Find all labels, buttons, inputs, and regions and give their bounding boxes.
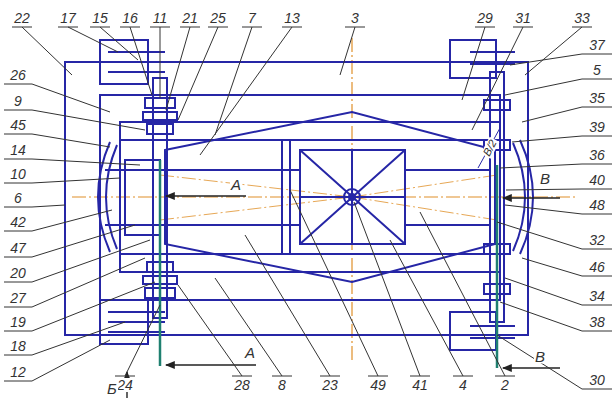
chassis-frame (300, 150, 405, 244)
section-line (496, 165, 499, 368)
callout-number: 5 (592, 63, 602, 77)
callout-number: 47 (9, 241, 27, 255)
section-letter: Б (106, 381, 118, 396)
callout-number: 27 (9, 291, 27, 305)
callout-number: 23 (321, 378, 339, 392)
callout-number: 15 (91, 11, 109, 25)
bumper (98, 140, 533, 254)
callout-number: 6 (13, 191, 23, 205)
callout-number: 10 (9, 167, 27, 181)
hub (349, 194, 355, 200)
callout-number: 39 (588, 120, 606, 134)
callout-number: 16 (121, 11, 139, 25)
leader-line (115, 190, 515, 376)
bumper (513, 140, 533, 254)
callout-number: 12 (9, 365, 27, 379)
callout-number: 20 (9, 266, 27, 280)
axle (143, 72, 510, 322)
callout-number: 42 (9, 215, 27, 229)
callout-number: 35 (588, 91, 606, 105)
leader-line (4, 84, 155, 381)
section-arrow (503, 197, 560, 198)
callout-number: 41 (411, 378, 429, 392)
chassis-frame (120, 122, 500, 272)
callout-number: 21 (181, 11, 199, 25)
chassis-frame (120, 253, 500, 255)
callout-number: 37 (588, 38, 606, 52)
leader-line (497, 54, 612, 389)
callout-number: 30 (588, 373, 606, 387)
chassis-frame (405, 170, 490, 225)
center-line (160, 175, 352, 197)
leader-line (4, 27, 612, 389)
section-arrow (166, 364, 256, 365)
section-letter: В (534, 349, 546, 364)
callout-number: 8 (277, 378, 287, 392)
callout-number: 22 (13, 11, 31, 25)
axle (147, 124, 173, 134)
callout-number: 9 (13, 94, 23, 108)
chassis-frame (282, 140, 290, 254)
section-arrow (166, 195, 246, 196)
bumper (125, 160, 160, 235)
section-line (159, 160, 162, 366)
chassis-frame (120, 139, 500, 141)
section-letter: А (230, 177, 242, 192)
callout-number: 32 (588, 233, 606, 247)
wheel (108, 312, 165, 332)
callout-number: 19 (9, 315, 27, 329)
dimension-line (478, 128, 500, 168)
chassis-frame (65, 62, 528, 335)
callout-number: 17 (59, 11, 77, 25)
wheel (100, 40, 515, 350)
section-letter: В (539, 171, 551, 186)
callout-number: 2 (500, 378, 510, 392)
callout-number: 7 (247, 11, 257, 25)
hub (344, 189, 360, 205)
callout-number: 3 (350, 11, 360, 25)
section-letter: А (244, 345, 256, 360)
chassis-frame (300, 150, 405, 244)
axle (484, 100, 510, 110)
callout-number: 48 (588, 198, 606, 212)
callout-number: 29 (476, 11, 494, 25)
section-arrow (503, 367, 560, 368)
leader-line (12, 27, 592, 155)
center-line (72, 38, 575, 362)
callout-number: 11 (152, 11, 169, 25)
callout-number: 46 (588, 260, 606, 274)
callout-number: 38 (588, 315, 606, 329)
callout-number: 45 (9, 118, 27, 132)
callout-number: 31 (514, 11, 532, 25)
callout-number: 40 (588, 173, 606, 187)
hub (344, 189, 360, 205)
wheel (470, 326, 515, 338)
center-line (160, 197, 352, 220)
wheel (108, 52, 165, 72)
dimension-line (478, 128, 500, 168)
chassis-frame (168, 170, 300, 225)
axle (145, 98, 175, 108)
callout-number: 13 (283, 11, 301, 25)
dimension-label: B/2 (481, 137, 499, 159)
callout-number: 28 (233, 378, 251, 392)
callout-number: 4 (458, 378, 468, 392)
chassis-frame (165, 112, 495, 282)
callout-number: 26 (9, 68, 27, 82)
callout-number: 18 (9, 339, 27, 353)
section-arrow (127, 196, 560, 398)
callout-number: 25 (209, 11, 227, 25)
wheel (450, 40, 496, 78)
callout-number: 24 (116, 378, 134, 392)
callout-number: 33 (573, 11, 591, 25)
callout-number: 14 (9, 143, 27, 157)
callout-number: 49 (369, 378, 387, 392)
callout-number: 36 (588, 148, 606, 162)
axle (143, 112, 177, 120)
chassis-frame (65, 62, 528, 335)
callout-number: 34 (588, 289, 606, 303)
